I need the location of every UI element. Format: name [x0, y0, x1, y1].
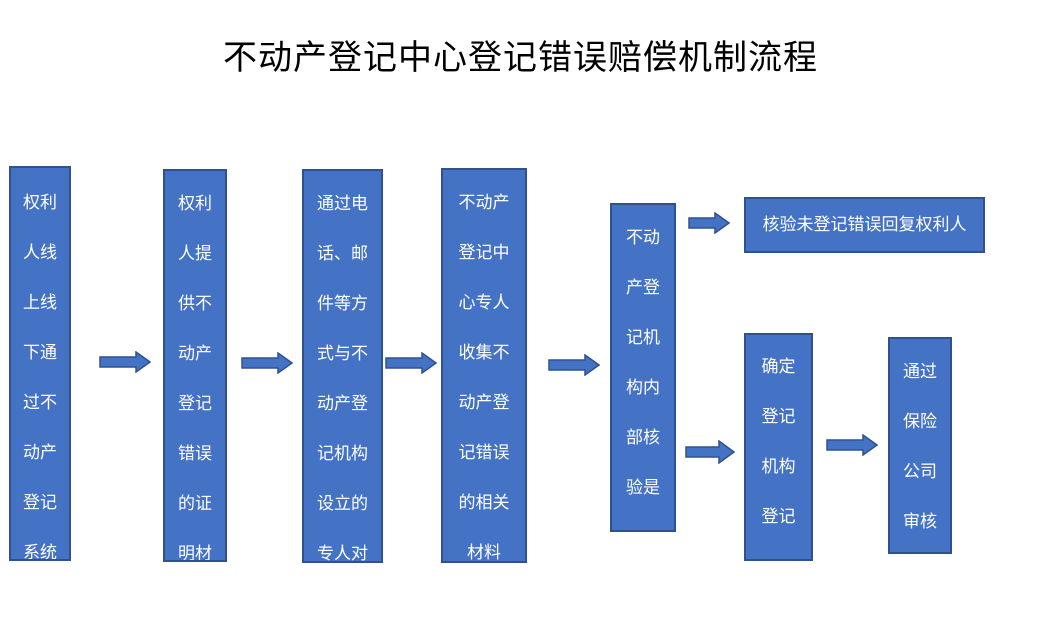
step-text-line: 不动产 [458, 193, 510, 213]
step-text-line: 验是 [626, 478, 660, 498]
arrow-right-icon [685, 440, 735, 464]
step-text-line: 件等方 [317, 294, 368, 314]
step-text-line: 确定 [761, 357, 796, 377]
step-text-line: 权利 [178, 194, 212, 214]
step-text-line: 构内 [626, 378, 660, 398]
step-text-line: 系统 [23, 543, 57, 561]
step-text-line: 专人对 [317, 544, 368, 563]
step-text-line: 的相关 [458, 493, 510, 513]
arrow-right-icon [548, 354, 600, 376]
step-text-line: 记机 [626, 328, 660, 348]
arrow-right-icon [241, 352, 293, 374]
step-text-line: 记机构 [317, 444, 368, 464]
step-text-line: 动产 [23, 443, 57, 463]
step-text-line: 审核 [903, 512, 937, 532]
step-text-line: 收集不 [458, 343, 510, 363]
step-text-line: 人提 [178, 244, 212, 264]
step-collect-materials: 不动产 登记中 心专人 收集不 动产登 记错误 的相关 材料 [441, 168, 527, 563]
step-online-offline: 权利 人线 上线 下通 过不 动产 登记 系统 [9, 166, 71, 561]
step-text-line: 心专人 [458, 293, 510, 313]
step-text-line: 登记中 [458, 243, 510, 263]
step-text-line: 登记 [178, 394, 212, 414]
step-text-line: 部核 [626, 428, 660, 448]
step-text-line: 话、邮 [317, 244, 368, 264]
step-text-line: 不动 [626, 228, 660, 248]
step-text-line: 人线 [23, 243, 57, 263]
arrow-right-icon [826, 434, 878, 456]
step-text-line: 动产登 [317, 394, 368, 414]
step-text-line: 供不 [178, 294, 212, 314]
step-text-line: 保险 [903, 412, 937, 432]
step-text-line: 登记 [761, 407, 796, 427]
arrow-right-icon [385, 352, 437, 374]
step-text-line: 产登 [626, 278, 660, 298]
step-text-line: 过不 [23, 393, 57, 413]
step-text-line: 的证 [178, 494, 212, 514]
step-reply-no-error: 核验未登记错误回复权利人 [744, 197, 985, 253]
step-text-line: 材料 [467, 543, 501, 563]
step-text-line: 登记 [761, 507, 796, 527]
arrow-right-icon [688, 212, 730, 234]
step-text-line: 公司 [903, 462, 937, 482]
step-text-line: 记错误 [458, 443, 510, 463]
step-confirm-agency: 确定 登记 机构 登记 [744, 333, 813, 561]
step-text-line: 权利 [23, 193, 57, 213]
arrow-right-icon [99, 351, 151, 373]
step-text-line: 错误 [178, 444, 212, 464]
step-text-line: 通过 [903, 362, 937, 382]
step-internal-verification: 不动 产登 记机 构内 部核 验是 [610, 203, 676, 532]
step-text-line: 登记 [23, 493, 57, 513]
step-text-line: 明材 [178, 544, 212, 562]
step-text-line: 通过电 [317, 194, 368, 214]
step-contact-specialist: 通过电 话、邮 件等方 式与不 动产登 记机构 设立的 专人对 [302, 169, 383, 563]
step-insurance-review: 通过 保险 公司 审核 [888, 337, 952, 554]
step-text-line: 上线 [23, 293, 57, 313]
step-text-line: 式与不 [317, 344, 368, 364]
step-text-line: 核验未登记错误回复权利人 [762, 215, 967, 235]
step-text-line: 设立的 [317, 494, 368, 514]
step-text-line: 机构 [761, 457, 796, 477]
step-provide-proof: 权利 人提 供不 动产 登记 错误 的证 明材 [163, 169, 227, 562]
page-title: 不动产登记中心登记错误赔偿机制流程 [223, 38, 818, 78]
step-text-line: 动产登 [458, 393, 510, 413]
step-text-line: 动产 [178, 344, 212, 364]
step-text-line: 下通 [23, 343, 57, 363]
